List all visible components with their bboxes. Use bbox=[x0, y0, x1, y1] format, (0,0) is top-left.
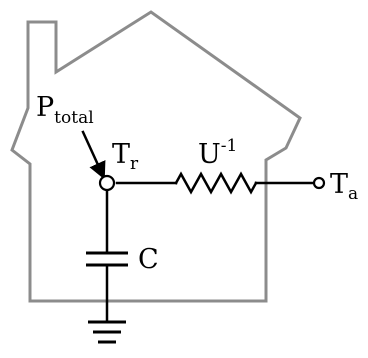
ambient-temperature-label: Ta bbox=[330, 169, 358, 204]
capacitor-icon bbox=[86, 251, 128, 267]
ground-icon bbox=[88, 320, 126, 344]
ambient-node bbox=[312, 176, 326, 190]
resistor-label: U-1 bbox=[198, 136, 237, 170]
capacitor-label: C bbox=[138, 244, 159, 275]
resistor-icon bbox=[174, 171, 258, 195]
room-node bbox=[98, 174, 116, 192]
house-outline-icon bbox=[10, 10, 302, 303]
power-label: Ptotal bbox=[36, 92, 94, 128]
arrow-icon bbox=[81, 130, 106, 180]
room-temperature-label: Tr bbox=[112, 139, 139, 174]
